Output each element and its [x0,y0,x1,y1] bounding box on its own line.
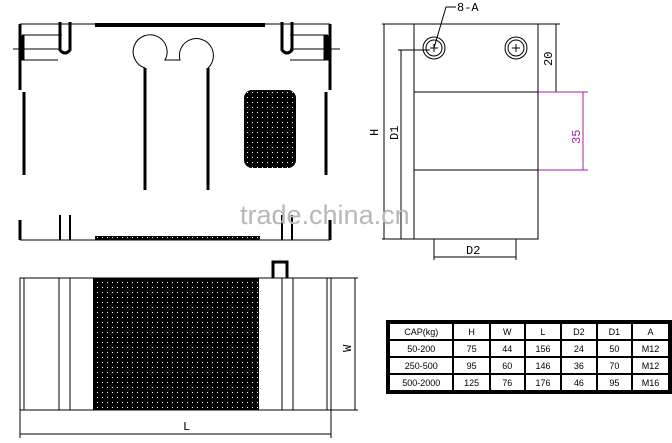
cell: M12 [633,341,668,356]
cell: 36 [562,358,596,373]
cell: 60 [490,358,524,373]
cell: M16 [633,375,668,390]
cell: 95 [597,375,632,390]
cell: 50-200 [390,341,453,356]
height-label: H [368,129,382,136]
side-view [382,6,560,260]
cell: M12 [633,358,668,373]
cell: 156 [525,341,561,356]
header-w: W [490,324,524,339]
width-label: W [341,344,355,352]
cell: 75 [454,341,489,356]
hole-callout-label: 8-A [457,1,479,15]
d1-label: D1 [388,126,402,140]
cell: 95 [454,358,489,373]
header-l: L [525,324,561,339]
header-h: H [454,324,489,339]
cell: 70 [597,358,632,373]
header-d2: D2 [562,324,596,339]
table-header-row: CAP(kg) H W L D2 D1 A [390,324,668,339]
table-row: 500-2000 125 76 176 46 95 M16 [390,375,668,390]
d2-label: D2 [466,244,480,258]
top-view [19,260,358,438]
length-label: L [183,420,190,434]
cell: 50 [597,341,632,356]
front-view [13,22,340,241]
header-d1: D1 [597,324,632,339]
watermark: trade.china.cn [240,200,410,230]
cell: 24 [562,341,596,356]
header-a: A [633,324,668,339]
table-row: 50-200 75 44 156 24 50 M12 [390,341,668,356]
cell: 76 [490,375,524,390]
cell: 146 [525,358,561,373]
cell: 44 [490,341,524,356]
header-cap: CAP(kg) [390,324,453,339]
dim-35-label: 35 [570,130,584,144]
cell: 176 [525,375,561,390]
dimension-35 [538,91,588,171]
specification-table: CAP(kg) H W L D2 D1 A 50-200 75 44 156 2… [386,320,672,394]
cell: 500-2000 [390,375,453,390]
cell: 46 [562,375,596,390]
dim-20-label: 20 [542,52,556,66]
table-row: 250-500 95 60 146 36 70 M12 [390,358,668,373]
cell: 250-500 [390,358,453,373]
cell: 125 [454,375,489,390]
